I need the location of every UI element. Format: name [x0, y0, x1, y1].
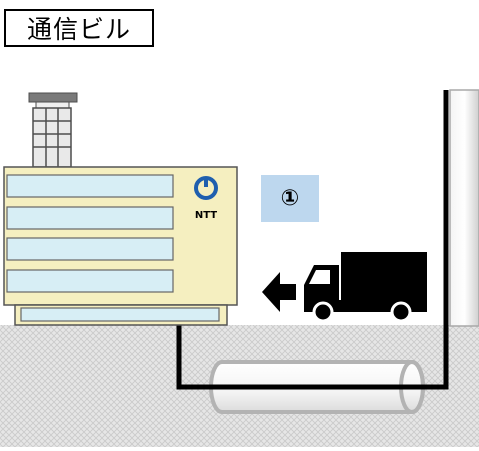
diagram-title: 通信ビル [4, 9, 154, 47]
window-row [6, 206, 174, 230]
communication-cable [176, 90, 449, 390]
ntt-logo-icon [194, 176, 218, 200]
telecom-building: NTT [3, 92, 238, 326]
truck-icon [304, 252, 427, 323]
building-logo-text: NTT [195, 210, 217, 221]
window-row [6, 174, 174, 198]
left-arrow-icon [262, 272, 296, 312]
utility-pole [449, 89, 479, 327]
step-marker: ① [261, 175, 319, 222]
window-row [6, 269, 174, 293]
window-row [6, 237, 174, 261]
